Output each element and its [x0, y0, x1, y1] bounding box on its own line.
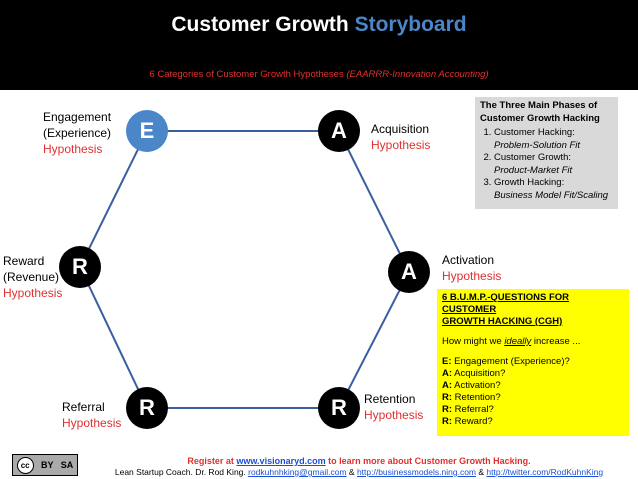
- phases-box: The Three Main Phases of Customer Growth…: [475, 97, 618, 209]
- label-acquisition: Acquisition Hypothesis: [371, 122, 431, 152]
- hexagon-outline: [78, 130, 411, 409]
- bump-item: R: Reward?: [442, 416, 493, 427]
- phase-item: Customer Growth:Product-Market Fit: [494, 152, 613, 177]
- cc-icon: cc: [16, 456, 34, 474]
- phase-item: Growth Hacking:Business Model Fit/Scalin…: [494, 177, 613, 202]
- phase-item: Customer Hacking:Problem-Solution Fit: [494, 127, 613, 152]
- bump-item: A: Activation?: [442, 380, 501, 391]
- bump-item: E: Engagement (Experience)?: [442, 356, 570, 367]
- node-referral: R: [126, 387, 168, 429]
- creative-commons-badge: cc BY SA: [12, 454, 78, 476]
- footer-contact-line: Lean Startup Coach. Dr. Rod King. rodkuh…: [114, 467, 604, 477]
- node-acquisition: A: [318, 110, 360, 152]
- bump-question: How might we ideally increase ...: [442, 336, 581, 347]
- bump-item: R: Retention?: [442, 392, 501, 403]
- label-retention: Retention Hypothesis: [364, 392, 424, 422]
- page-title: Customer Growth Storyboard: [171, 13, 467, 36]
- label-activation: Activation Hypothesis: [442, 253, 502, 283]
- footer: cc BY SA Register at www.visionaryd.com …: [0, 449, 638, 479]
- email-link[interactable]: rodkuhnhking@gmail.com: [248, 467, 347, 477]
- visionaryd-link[interactable]: www.visionaryd.com: [236, 456, 326, 466]
- bump-questions-box: 6 B.U.M.P.-QUESTIONS FOR CUSTOMER GROWTH…: [437, 289, 629, 436]
- ning-link[interactable]: http://businessmodels.ning.com: [356, 467, 476, 477]
- node-activation: A: [388, 251, 430, 293]
- bump-item: R: Referral?: [442, 404, 494, 415]
- page-subtitle: 6 Categories of Customer Growth Hypothes…: [149, 69, 489, 80]
- header-banner: Customer Growth Storyboard 6 Categories …: [0, 0, 638, 90]
- node-retention: R: [318, 387, 360, 429]
- node-engagement: E: [126, 110, 168, 152]
- bump-item: A: Acquisition?: [442, 368, 506, 379]
- label-engagement: Engagement (Experience) Hypothesis: [43, 110, 112, 156]
- label-referral: Referral Hypothesis: [62, 400, 122, 430]
- node-reward: R: [59, 246, 101, 288]
- footer-register-line: Register at www.visionaryd.com to learn …: [187, 456, 531, 466]
- twitter-link[interactable]: http://twitter.com/RodKuhnKing: [486, 467, 604, 477]
- label-reward: Reward (Revenue) Hypothesis: [3, 254, 63, 300]
